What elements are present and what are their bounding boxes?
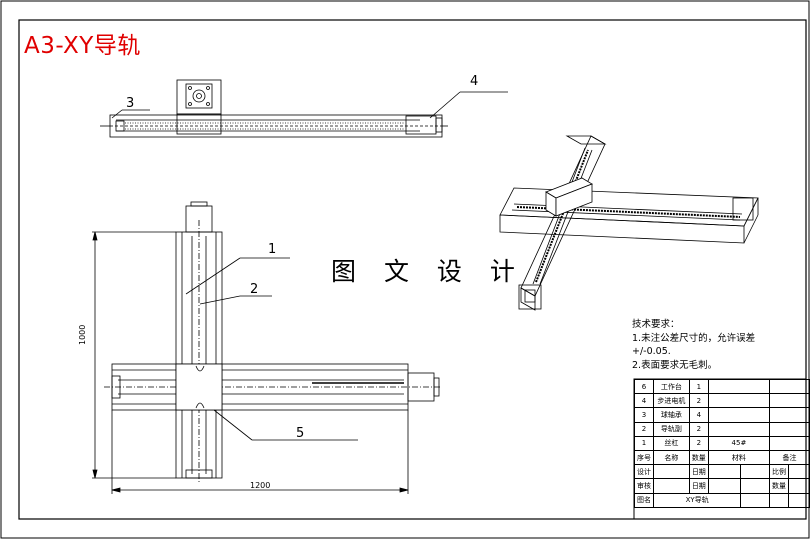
drawing-name-label: 图名 xyxy=(634,492,654,508)
review-label: 审核 xyxy=(634,478,654,494)
bom-material: 45# xyxy=(707,435,771,451)
quantity-label: 数量 xyxy=(769,478,790,494)
top-view xyxy=(100,79,448,138)
front-view xyxy=(92,201,440,494)
center-watermark-text: 图 文 设 计 xyxy=(331,257,525,286)
scale-label: 比例 xyxy=(769,464,790,480)
bom-row: 6 工作台 1 xyxy=(634,378,810,395)
title-block-review-row: 审核 日期 数量 xyxy=(634,478,810,494)
bom-qty: 1 xyxy=(688,378,709,395)
width-dimension: 1200 xyxy=(250,481,271,490)
bom-name: 工作台 xyxy=(653,378,690,395)
bom-qty: 4 xyxy=(688,407,709,423)
bom-name: 球轴承 xyxy=(653,407,690,423)
balloon-5: 5 xyxy=(296,426,305,441)
isometric-view xyxy=(499,135,759,311)
balloon-4: 4 xyxy=(470,74,479,89)
bom-row: 1 丝杠 2 45# xyxy=(634,435,810,451)
notes-line-2: +/-0.05. xyxy=(632,346,671,357)
bom-header-remark: 备注 xyxy=(769,449,810,466)
bom-header-no: 序号 xyxy=(634,449,654,466)
bom-no: 3 xyxy=(634,407,654,423)
bom-qty: 2 xyxy=(688,421,709,437)
bom-no: 6 xyxy=(634,378,654,395)
bom-row: 3 球轴承 4 xyxy=(634,407,810,423)
bom-remark xyxy=(769,378,810,395)
bom-header-qty: 数量 xyxy=(688,449,709,466)
bom-no: 2 xyxy=(634,421,654,437)
title-block-design-row: 设计 日期 比例 xyxy=(634,464,810,480)
bom-row: 4 步进电机 2 xyxy=(634,393,810,409)
title-block-name-row: 图名 XY导轨 xyxy=(634,492,810,508)
balloon-3: 3 xyxy=(126,96,135,111)
height-dimension: 1000 xyxy=(78,324,87,345)
design-label: 设计 xyxy=(634,464,654,480)
notes-heading: 技术要求： xyxy=(632,319,680,330)
balloon-2: 2 xyxy=(250,282,259,297)
leader-lines xyxy=(111,91,508,441)
drawing-name: XY导轨 xyxy=(652,492,742,508)
bom-remark xyxy=(769,421,810,437)
bom-header-name: 名称 xyxy=(653,449,690,466)
bom-no: 1 xyxy=(634,435,654,451)
notes-line-3: 2.表面要求无毛刺。 xyxy=(632,359,718,371)
drawing-title: A3-XY导轨 xyxy=(24,33,141,59)
bom-material xyxy=(707,421,771,437)
bill-of-materials: 6 工作台 1 4 步进电机 2 3 球轴承 4 2 导轨副 2 1 丝杠 2 … xyxy=(634,378,810,508)
technical-notes: 技术要求： 1.未注公差尺寸的，允许误差 +/-0.05. 2.表面要求无毛刺。 xyxy=(632,318,755,372)
bom-qty: 2 xyxy=(688,393,709,409)
bom-name: 导轨副 xyxy=(653,421,690,437)
bom-row: 2 导轨副 2 xyxy=(634,421,810,437)
bom-name: 丝杠 xyxy=(653,435,690,451)
inner-frame xyxy=(18,19,807,520)
bom-remark xyxy=(769,435,810,451)
bom-name: 步进电机 xyxy=(653,393,690,409)
bom-header-material: 材料 xyxy=(707,449,771,466)
bom-material xyxy=(707,393,771,409)
bom-no: 4 xyxy=(634,393,654,409)
bom-header: 序号 名称 数量 材料 备注 xyxy=(634,449,810,466)
bom-qty: 2 xyxy=(688,435,709,451)
design-date-label: 日期 xyxy=(688,464,709,480)
notes-line-1: 1.未注公差尺寸的，允许误差 xyxy=(632,332,756,344)
bom-remark xyxy=(769,393,810,409)
bom-material xyxy=(707,407,771,423)
balloon-1: 1 xyxy=(268,242,277,257)
bom-remark xyxy=(769,407,810,423)
review-date-label: 日期 xyxy=(688,478,709,494)
bom-material xyxy=(707,378,771,395)
